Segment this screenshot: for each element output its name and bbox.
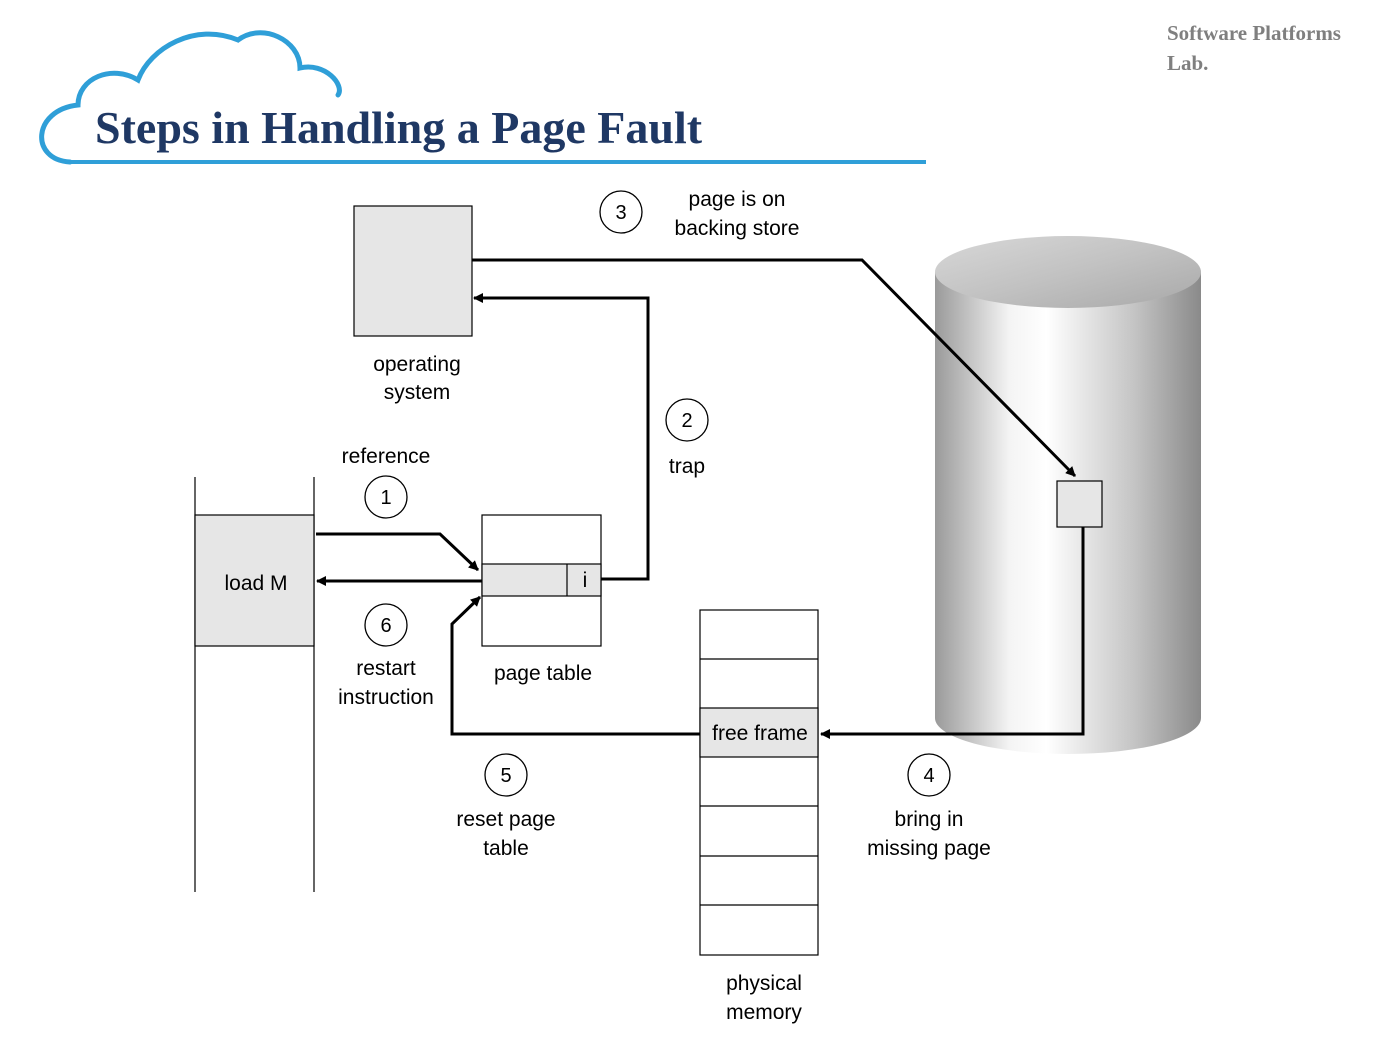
os-label-line2: system: [384, 381, 451, 404]
step-3-number: 3: [615, 202, 626, 224]
step-2-badge: [665, 398, 709, 442]
physical-memory-column: [699, 609, 819, 956]
page-table-label: page table: [494, 662, 592, 685]
bring-in-page-arrow: [820, 527, 1085, 739]
free-frame-box: [699, 707, 819, 758]
step-6-label-line2: instruction: [338, 686, 434, 709]
page-table-entry: [481, 563, 602, 597]
step-3-label-line2: backing store: [675, 217, 800, 240]
reference-arrow: [316, 532, 480, 572]
step-6-label-line1: restart: [356, 657, 416, 680]
slide-title: Steps in Handling a Page Fault: [95, 102, 703, 153]
reset-page-table-arrow: [450, 595, 700, 736]
free-frame-label: free frame: [712, 722, 808, 745]
step-5-badge: [484, 753, 528, 797]
missing-page-block: [1056, 480, 1103, 528]
os-label-line1: operating: [373, 353, 461, 376]
invalid-bit: i: [583, 569, 588, 592]
step-6-badge: [364, 603, 408, 647]
step-6-number: 6: [380, 615, 391, 637]
step-2-number: 2: [681, 410, 692, 432]
cylinder-top: [935, 236, 1201, 308]
load-instruction-label: load M: [224, 572, 287, 595]
step-5-label-line1: reset page: [456, 808, 555, 831]
step-4-badge: [907, 753, 951, 797]
step-5-label-line2: table: [483, 837, 529, 860]
step-1-badge: [364, 475, 408, 519]
step-5-number: 5: [500, 765, 511, 787]
physical-memory-box: [699, 609, 819, 956]
step-2-label: trap: [669, 455, 705, 478]
lab-name-line2: Lab.: [1167, 51, 1208, 75]
memory-label-line2: memory: [726, 1001, 802, 1024]
load-instruction-box: [194, 514, 315, 647]
trap-arrow: [473, 293, 650, 581]
step-3-label-line1: page is on: [689, 188, 786, 211]
operating-system-box: [353, 205, 473, 337]
step-3-badge: [599, 190, 643, 234]
step-1-number: 1: [380, 487, 391, 509]
locate-page-arrow: [472, 258, 1077, 478]
step-4-label-line1: bring in: [895, 808, 964, 831]
step-1-label: reference: [342, 445, 431, 468]
memory-label-line1: physical: [726, 972, 802, 995]
lab-name-line1: Software Platforms: [1167, 21, 1341, 45]
step-4-label-line2: missing page: [867, 837, 991, 860]
step-4-number: 4: [923, 765, 934, 787]
header-cloud-icon: [39, 30, 342, 165]
